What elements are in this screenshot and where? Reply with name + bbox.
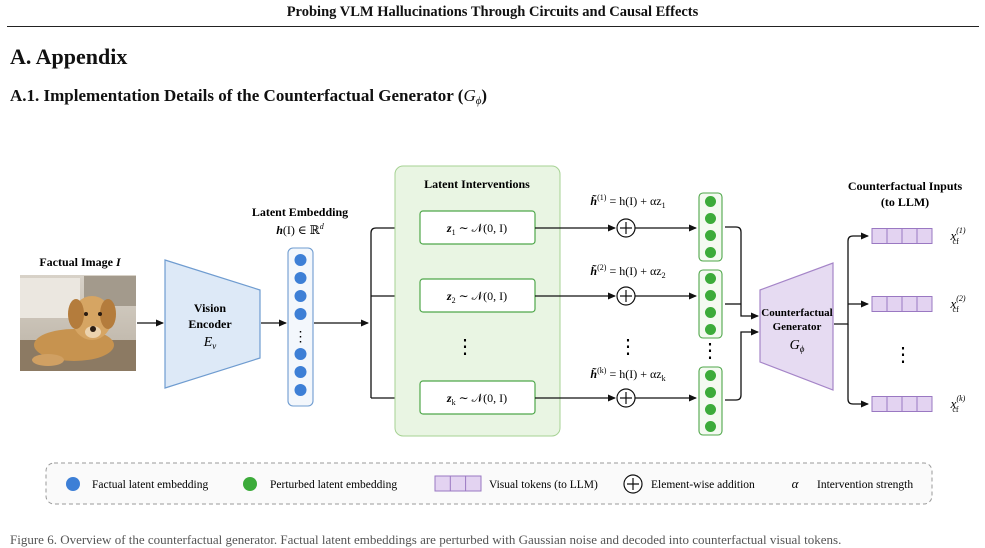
output-x-2: x(2)cf bbox=[949, 294, 965, 314]
generator-line1: Counterfactual bbox=[761, 307, 833, 319]
encoder-symbol: Ev bbox=[203, 335, 217, 351]
perturbed-embedding-dot bbox=[705, 247, 716, 258]
perturbed-embedding-dot bbox=[705, 387, 716, 398]
perturbed-embedding-dot bbox=[705, 196, 716, 207]
visual-token-row bbox=[871, 296, 933, 312]
legend-addition: Element-wise addition bbox=[651, 479, 755, 491]
merge-line-bottom bbox=[725, 328, 759, 401]
svg-text:zk ∼ 𝒩(0, I): zk ∼ 𝒩(0, I) bbox=[446, 391, 507, 407]
factual-image-label: Factual Image I bbox=[39, 255, 122, 269]
output-x-1: x(1)cf bbox=[949, 226, 965, 246]
perturbed-ellipsis: ⋮ bbox=[618, 336, 638, 358]
counterfactual-generator-block bbox=[759, 262, 834, 391]
branch-line-1 bbox=[370, 224, 419, 398]
factual-embedding-dot bbox=[294, 366, 307, 378]
latent-embedding-formula: h(I) ∈ ℝd bbox=[276, 222, 325, 237]
legend-alpha-symbol: α bbox=[792, 476, 800, 491]
factual-embedding-dot bbox=[294, 348, 307, 360]
encoder-line2: Encoder bbox=[188, 317, 232, 331]
factual-embedding-column bbox=[287, 247, 314, 407]
subsection-symbol-sub: ϕ bbox=[475, 95, 482, 107]
plus-node-2 bbox=[616, 286, 636, 306]
svg-text:z1 ∼ 𝒩(0, I): z1 ∼ 𝒩(0, I) bbox=[446, 221, 507, 237]
subsection-symbol: G bbox=[463, 86, 476, 105]
svg-text:z2 ∼ 𝒩(0, I): z2 ∼ 𝒩(0, I) bbox=[446, 289, 507, 305]
perturbed-column-k bbox=[698, 366, 723, 436]
legend-factual: Factual latent embedding bbox=[92, 479, 208, 491]
intervention-box-k: zk ∼ 𝒩(0, I) bbox=[419, 380, 536, 415]
visual-token-row bbox=[871, 228, 933, 244]
perturbed-embedding-dot bbox=[705, 421, 716, 432]
output-line-1 bbox=[834, 232, 869, 325]
plus-node-1 bbox=[616, 218, 636, 238]
legend-box bbox=[45, 462, 933, 505]
perturbed-embedding-dot bbox=[705, 404, 716, 415]
outputs-title-line2: (to LLM) bbox=[881, 195, 929, 209]
perturbed-embedding-dot bbox=[705, 290, 716, 301]
legend-green-dot bbox=[243, 477, 257, 491]
generator-symbol: Gϕ bbox=[790, 338, 805, 354]
embedding-vdots: ⋮ bbox=[294, 330, 308, 345]
legend-blue-dot bbox=[66, 477, 80, 491]
perturbed-eq-1: h̃(1) = h(I) + αz1 bbox=[590, 193, 665, 210]
legend-plus-icon bbox=[623, 474, 643, 494]
generator-line2: Generator bbox=[773, 321, 822, 333]
factual-embedding-dot bbox=[294, 254, 307, 266]
factual-embedding-dots bbox=[294, 254, 307, 396]
latent-embedding-title: Latent Embedding bbox=[252, 205, 348, 219]
perturbed-embedding-dots bbox=[705, 196, 716, 432]
perturbed-eq-k: h̃(k) = h(I) + αzk bbox=[590, 366, 665, 383]
perturbed-column-1 bbox=[698, 192, 723, 262]
factual-embedding-dot bbox=[294, 272, 307, 284]
legend-token-icon bbox=[434, 475, 482, 492]
intervention-ellipsis: ⋮ bbox=[455, 336, 475, 358]
factual-embedding-dot bbox=[294, 308, 307, 320]
subsection-title-text: A.1. Implementation Details of the Count… bbox=[10, 86, 454, 105]
encoder-line1: Vision bbox=[194, 301, 227, 315]
visual-token-row bbox=[871, 396, 933, 412]
intervention-box-1: z1 ∼ 𝒩(0, I) bbox=[419, 210, 536, 245]
column-ellipsis: ⋮ bbox=[700, 340, 720, 362]
caption-partial: Figure 6. Overview of the counterfactual… bbox=[10, 532, 842, 547]
perturbed-embedding-dot bbox=[705, 370, 716, 381]
legend-alpha: Intervention strength bbox=[817, 479, 913, 491]
header-rule bbox=[7, 26, 979, 27]
output-x-k: x(k)cf bbox=[950, 394, 966, 414]
legend-tokens: Visual tokens (to LLM) bbox=[489, 479, 598, 491]
perturbed-embedding-dot bbox=[705, 213, 716, 224]
perturbed-eq-2: h̃(2) = h(I) + αz2 bbox=[590, 263, 665, 280]
legend-perturbed: Perturbed latent embedding bbox=[270, 479, 397, 491]
perturbed-embedding-dot bbox=[705, 273, 716, 284]
subsection-title: A.1. Implementation Details of the Count… bbox=[10, 86, 488, 107]
intervention-box-2: z2 ∼ 𝒩(0, I) bbox=[419, 278, 536, 313]
factual-embedding-dot bbox=[294, 290, 307, 302]
factual-embedding-dot bbox=[294, 384, 307, 396]
output-line-k bbox=[847, 324, 869, 408]
vision-encoder-block bbox=[164, 259, 261, 389]
perturbed-column-2 bbox=[698, 269, 723, 339]
section-title: A. Appendix bbox=[10, 44, 128, 69]
perturbed-embedding-dot bbox=[705, 324, 716, 335]
dog-image bbox=[20, 275, 136, 371]
latent-interventions-title: Latent Interventions bbox=[424, 177, 530, 191]
merge-line-top bbox=[725, 226, 759, 320]
perturbed-embedding-dot bbox=[705, 230, 716, 241]
perturbed-embedding-dot bbox=[705, 307, 716, 318]
running-title: Probing VLM Hallucinations Through Circu… bbox=[286, 4, 699, 20]
visual-token-rows bbox=[871, 228, 933, 412]
output-ellipsis: ⋮ bbox=[893, 344, 913, 366]
outputs-title-line1: Counterfactual Inputs bbox=[848, 179, 963, 193]
plus-node-k bbox=[616, 388, 636, 408]
